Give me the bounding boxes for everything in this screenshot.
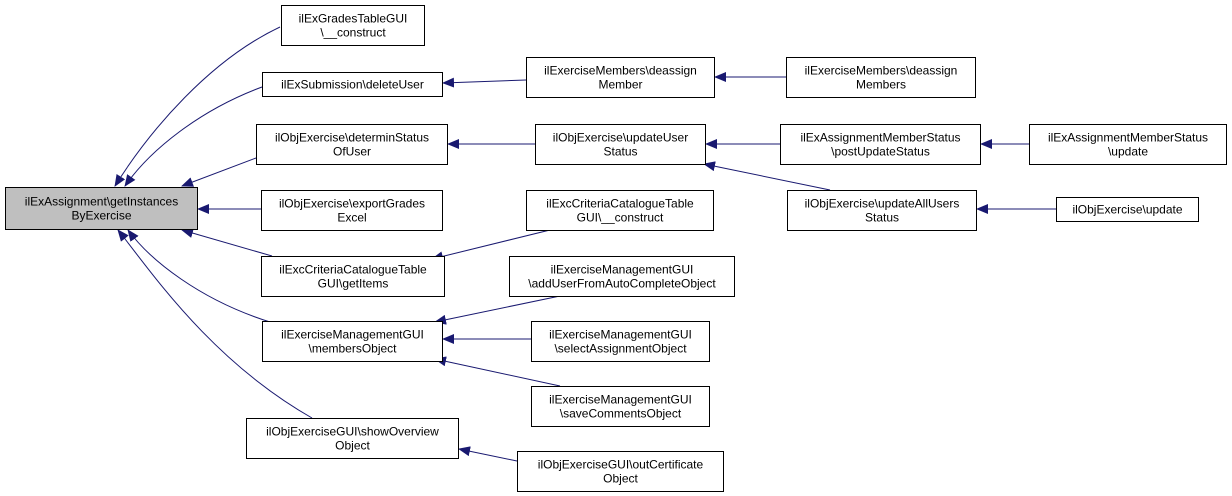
node-label: \postUpdateStatus <box>831 145 930 159</box>
node-box <box>1056 197 1199 222</box>
node-box <box>787 190 977 231</box>
edge-deassignMember-to-deleteUser <box>442 77 527 88</box>
node-label: ilExAssignmentMemberStatus <box>800 131 960 145</box>
node-label: Object <box>603 472 638 486</box>
edge-gradesConstruct-to-root <box>114 26 281 187</box>
node-label: ilExerciseManagementGUI <box>281 328 424 342</box>
node-label: Status <box>603 145 637 159</box>
node-box <box>281 5 425 46</box>
node-label: ilExcCriteriaCatalogueTable <box>546 197 694 211</box>
node-box <box>262 72 443 97</box>
node-submission-delete-user[interactable]: ilExSubmission\deleteUser <box>262 72 443 97</box>
node-label: ilExGradesTableGUI <box>299 12 408 26</box>
node-box <box>261 256 445 297</box>
node-label: ilObjExercise\determinStatus <box>275 131 429 145</box>
node-box <box>786 57 976 98</box>
node-add-user-from-autocomplete[interactable]: ilExerciseManagementGUI\addUserFromAutoC… <box>509 256 735 297</box>
edge-showOverview-to-root <box>117 229 313 419</box>
node-label: ilExSubmission\deleteUser <box>281 78 424 92</box>
node-label: Status <box>865 211 899 225</box>
node-box <box>531 386 710 427</box>
node-box <box>526 190 714 231</box>
edges <box>114 26 1056 462</box>
node-label: ilExerciseManagementGUI <box>549 393 692 407</box>
node-label: Object <box>335 439 370 453</box>
edge-updateAllUsers-to-updateUserStatus <box>703 161 831 191</box>
edge-outCertificate-to-showOverview <box>458 446 518 462</box>
node-label: Excel <box>337 211 366 225</box>
node-save-comments-object[interactable]: ilExerciseManagementGUI\saveCommentsObje… <box>531 386 710 427</box>
node-label: ilObjExercise\updateAllUsers <box>805 197 960 211</box>
edge-determinStatus-to-root <box>181 157 257 187</box>
node-post-update-status[interactable]: ilExAssignmentMemberStatus\postUpdateSta… <box>780 124 981 165</box>
node-label: \__construct <box>320 26 386 40</box>
node-label: GUI\__construct <box>577 211 664 225</box>
node-label: ilExcCriteriaCatalogueTable <box>279 263 427 277</box>
node-label: ilObjExercise\exportGrades <box>279 197 425 211</box>
node-label: OfUser <box>333 145 371 159</box>
node-box <box>246 418 459 459</box>
node-label: ByExercise <box>71 209 131 223</box>
node-label: GUI\getItems <box>318 277 389 291</box>
nodes: ilExAssignment\getInstancesByExerciseilE… <box>5 5 1227 492</box>
node-criteria-catalogue-construct[interactable]: ilExcCriteriaCatalogueTableGUI\__constru… <box>526 190 714 231</box>
node-grades-table-construct[interactable]: ilExGradesTableGUI\__construct <box>281 5 425 46</box>
node-box <box>535 124 706 165</box>
node-box <box>526 57 715 98</box>
node-member-status-update[interactable]: ilExAssignmentMemberStatus\update <box>1029 124 1227 165</box>
edge-critConstruct-to-critGetItems <box>431 229 551 262</box>
node-box <box>256 124 448 165</box>
node-box <box>509 256 735 297</box>
node-label: ilObjExercise\update <box>1072 203 1182 217</box>
node-label: \membersObject <box>308 342 397 356</box>
node-box <box>5 187 198 230</box>
node-label: ilExerciseManagementGUI <box>549 328 692 342</box>
node-label: ilExerciseMembers\deassign <box>544 64 697 78</box>
node-label: ilExerciseManagementGUI <box>551 263 694 277</box>
node-label: ilExAssignment\getInstances <box>25 195 178 209</box>
node-label: ilExerciseMembers\deassign <box>805 64 958 78</box>
edge-addUserAuto-to-membersObject <box>434 295 561 325</box>
node-label: \update <box>1108 145 1148 159</box>
node-box <box>780 124 981 165</box>
node-box <box>261 190 443 231</box>
node-label: Members <box>856 78 906 92</box>
node-obj-exercise-update[interactable]: ilObjExercise\update <box>1056 197 1199 222</box>
node-members-object[interactable]: ilExerciseManagementGUI\membersObject <box>262 321 443 362</box>
node-select-assignment-object[interactable]: ilExerciseManagementGUI\selectAssignment… <box>531 321 710 362</box>
node-label: ilObjExercise\updateUser <box>553 131 688 145</box>
node-label: \selectAssignmentObject <box>554 342 687 356</box>
edge-saveComments-to-membersObject <box>434 356 561 387</box>
node-box <box>1029 124 1227 165</box>
node-box <box>262 321 443 362</box>
node-box <box>531 321 710 362</box>
node-label: ilObjExerciseGUI\outCertificate <box>538 458 704 472</box>
node-label: ilObjExerciseGUI\showOverview <box>266 425 439 439</box>
node-label: Member <box>598 78 642 92</box>
node-box <box>517 451 724 492</box>
node-label: ilExAssignmentMemberStatus <box>1048 131 1208 145</box>
edge-critGetItems-to-root <box>181 228 273 257</box>
node-label: \saveCommentsObject <box>560 407 682 421</box>
edge-membersObject-to-root <box>127 229 271 323</box>
edge-deleteUser-to-root <box>124 86 263 187</box>
node-label: \addUserFromAutoCompleteObject <box>528 277 716 291</box>
